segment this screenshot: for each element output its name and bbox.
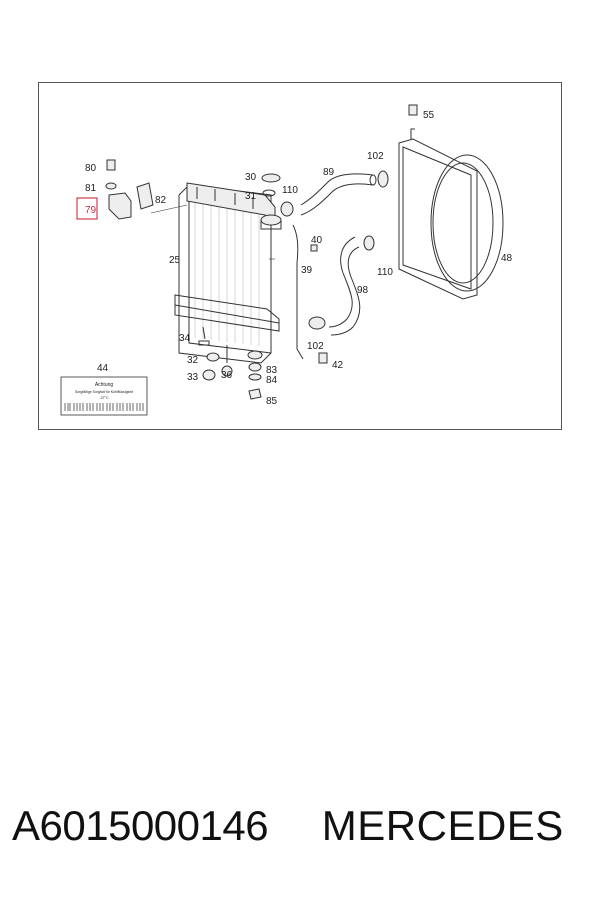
- radiator-core: [174, 182, 280, 364]
- hose-clamp: [377, 170, 389, 188]
- callout-32: 32: [187, 355, 199, 366]
- part-number: A6015000146: [12, 802, 269, 849]
- diagram-drawing: Achtung Sorgfältige Sorgfalt für Kühlflü…: [60, 104, 513, 416]
- barcode: [64, 403, 144, 411]
- warning-label-temp: -37°C: [100, 396, 109, 400]
- exploded-parts-diagram: Achtung Sorgfältige Sorgfalt für Kühlflü…: [38, 82, 562, 430]
- warning-label-title: Achtung: [95, 382, 114, 388]
- callout-36: 36: [221, 370, 233, 381]
- warning-label-text: Sorgfältige Sorgfalt für Kühlflüssigkeit: [75, 390, 133, 394]
- callout-102-lower: 102: [307, 341, 324, 352]
- coolant-warning-label: Achtung Sorgfältige Sorgfalt für Kühlflü…: [60, 376, 148, 416]
- overflow-pipe: [292, 224, 299, 349]
- callout-25: 25: [169, 255, 181, 266]
- fan-shroud: [398, 128, 504, 300]
- brand-name: MERCEDES: [321, 802, 564, 849]
- callout-81: 81: [85, 183, 97, 194]
- callout-83: 83: [266, 365, 278, 376]
- callout-42: 42: [332, 360, 344, 371]
- lower-hose: [308, 235, 375, 336]
- callout-30: 30: [245, 172, 257, 183]
- callout-79-highlighted[interactable]: 79: [85, 205, 97, 216]
- upper-hose: [280, 173, 377, 217]
- callout-39: 39: [301, 265, 313, 276]
- highlight-box: [76, 197, 98, 220]
- drain-parts: [198, 104, 418, 400]
- callout-85: 85: [266, 396, 278, 407]
- product-caption: A6015000146 MERCEDES: [12, 802, 592, 862]
- callout-80: 80: [85, 163, 97, 174]
- callout-110-upper: 110: [282, 185, 298, 196]
- filler-cap: [260, 173, 282, 230]
- callout-44: 44: [97, 363, 109, 374]
- mount-parts-left: [105, 159, 154, 220]
- callout-55: 55: [423, 110, 435, 121]
- callout-48: 48: [501, 253, 513, 264]
- callout-82: 82: [155, 195, 167, 206]
- callout-110-lower: 110: [377, 267, 393, 278]
- callout-34: 34: [179, 333, 191, 344]
- callout-31: 31: [245, 191, 257, 202]
- callout-40: 40: [311, 235, 323, 246]
- callout-84: 84: [266, 375, 278, 386]
- callout-89: 89: [323, 167, 335, 178]
- callout-33: 33: [187, 372, 199, 383]
- callout-102-upper: 102: [367, 151, 384, 162]
- callout-98: 98: [357, 285, 369, 296]
